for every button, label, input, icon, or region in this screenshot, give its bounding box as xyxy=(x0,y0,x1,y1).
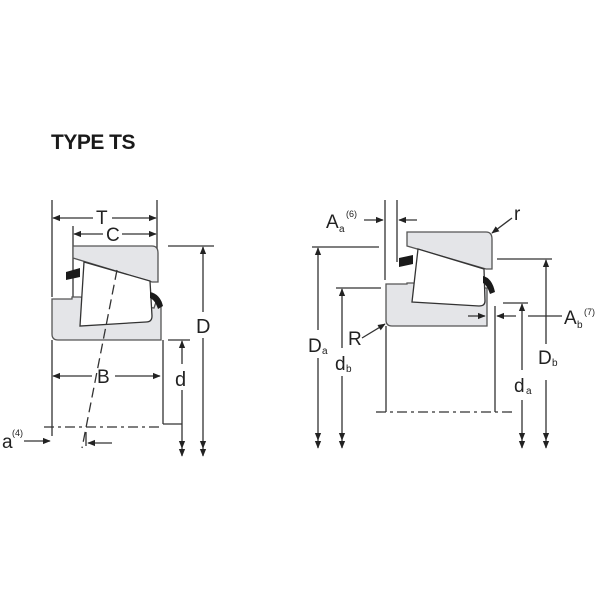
label-Db: D xyxy=(538,348,552,369)
label-Ab: A xyxy=(564,308,577,329)
left-bearing-diagram xyxy=(24,200,214,457)
label-Aa: A xyxy=(326,212,339,233)
label-r: r xyxy=(514,204,521,225)
label-db: d xyxy=(335,354,346,375)
label-Da-sub: a xyxy=(322,346,328,357)
label-T: T xyxy=(96,208,108,229)
label-a: a xyxy=(2,432,13,453)
label-da: d xyxy=(514,376,525,397)
label-Da: D xyxy=(308,336,322,357)
label-Aa-sub: a xyxy=(339,224,345,235)
diagram-title: TYPE TS xyxy=(51,131,136,154)
label-C: C xyxy=(106,225,120,246)
label-D: D xyxy=(196,316,210,338)
label-Ab-sup: (7) xyxy=(584,307,595,317)
label-Ab-sub: b xyxy=(577,320,583,331)
label-R: R xyxy=(348,329,362,350)
label-da-sub: a xyxy=(526,386,532,397)
label-a-sup: (4) xyxy=(12,428,23,438)
label-d: d xyxy=(175,369,186,391)
label-Db-sub: b xyxy=(552,358,558,369)
label-B: B xyxy=(97,367,110,388)
label-db-sub: b xyxy=(346,364,352,375)
right-bearing-diagram xyxy=(312,200,562,449)
label-Aa-sup: (6) xyxy=(346,209,357,219)
